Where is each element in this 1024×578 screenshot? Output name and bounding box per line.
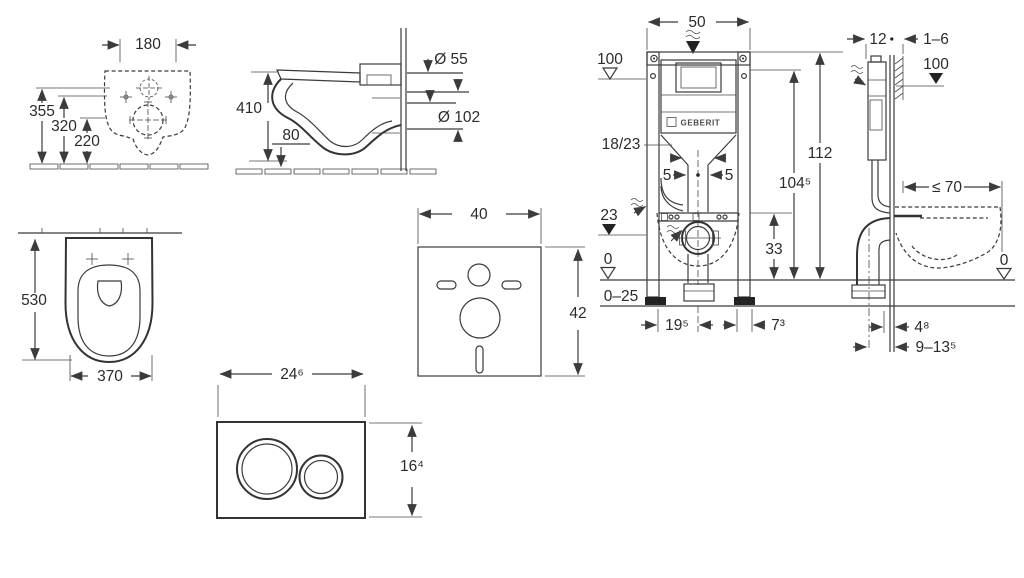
dim-leg-side: 7³ [771,317,785,334]
dim-plate-width: 24⁶ [280,366,304,383]
cistern [660,59,737,134]
mounting-hole-right [165,91,177,103]
dim-plate-height: 16⁴ [400,458,424,475]
floor-hatch [29,163,209,170]
wc-rear-view: 180 355 320 220 [29,36,209,170]
water-connection-icon [850,65,864,69]
water-supply-icon [685,29,701,35]
dim-bowl-depth-max: ≤ 70 [932,179,962,196]
actuator-plate-view: 24⁶ 16⁴ [216,366,424,519]
level-mark-open [995,267,1013,281]
water-connection-icon [666,225,680,229]
dim-zero-mark: 0 [1000,252,1009,269]
frame-side-view: 12 1–6 100 ≤ 70 0 4⁸ 9–13⁵ [847,31,1013,356]
dim-lining-range: 1–6 [923,31,949,48]
dim-frame-width: 50 [688,14,706,31]
dim-offset-right: 5 [725,167,734,184]
dim-meter-mark: 100 [597,51,623,68]
floor-level-lines [600,279,1015,307]
dim-bolt-spacing: 180 [135,36,161,53]
dim-height-mid: 320 [51,118,77,135]
brand-label: GEBERIT [681,119,721,128]
level-mark-filled [929,73,943,84]
floor-hatch [235,168,437,175]
mounting-hole-left [120,91,132,103]
dim-recess: 80 [282,127,300,144]
dim-height-top: 355 [29,103,55,120]
dim-depth: 530 [21,292,47,309]
dim-wall-offset: 4⁸ [914,319,929,336]
dim-height-upper-ref: 104⁵ [779,175,811,192]
dim-width: 370 [97,368,123,385]
level-mark-open [601,67,619,81]
level-mark-filled [602,224,616,235]
dim-mat-width: 40 [470,206,488,223]
insulation-mat-view: 40 42 [417,206,587,377]
dim-screed: 0–25 [604,288,638,305]
dim-height-total: 112 [808,145,833,162]
cistern-side [867,61,887,161]
dim-outlet-range: 9–13⁵ [916,339,957,356]
wc-plan-view: 530 370 [18,228,182,385]
dim-zero-mark: 0 [604,251,613,268]
level-mark-open [599,266,617,280]
dim-rail-depth: 18/23 [602,136,641,153]
water-connection-icon [630,198,644,202]
wc-side-view: 410 80 Ø 55 Ø 102 [235,28,480,175]
dim-height: 410 [236,100,262,117]
dim-flush-pipe-dia: Ø 55 [434,51,468,68]
dim-leg-span: 19⁵ [665,317,689,334]
dim-supply-height: 23 [600,207,617,224]
dim-meter-mark: 100 [923,56,949,73]
dim-outlet-dia: Ø 102 [438,109,480,126]
dim-height-low: 220 [74,133,100,150]
dim-mat-height: 42 [569,305,586,322]
dim-outlet-height: 33 [765,241,782,258]
frame-front-view: 50 GEBERIT 18/23 5 5 [597,14,843,334]
dim-frame-depth: 12 [869,31,886,48]
dim-offset-left: 5 [663,167,672,184]
